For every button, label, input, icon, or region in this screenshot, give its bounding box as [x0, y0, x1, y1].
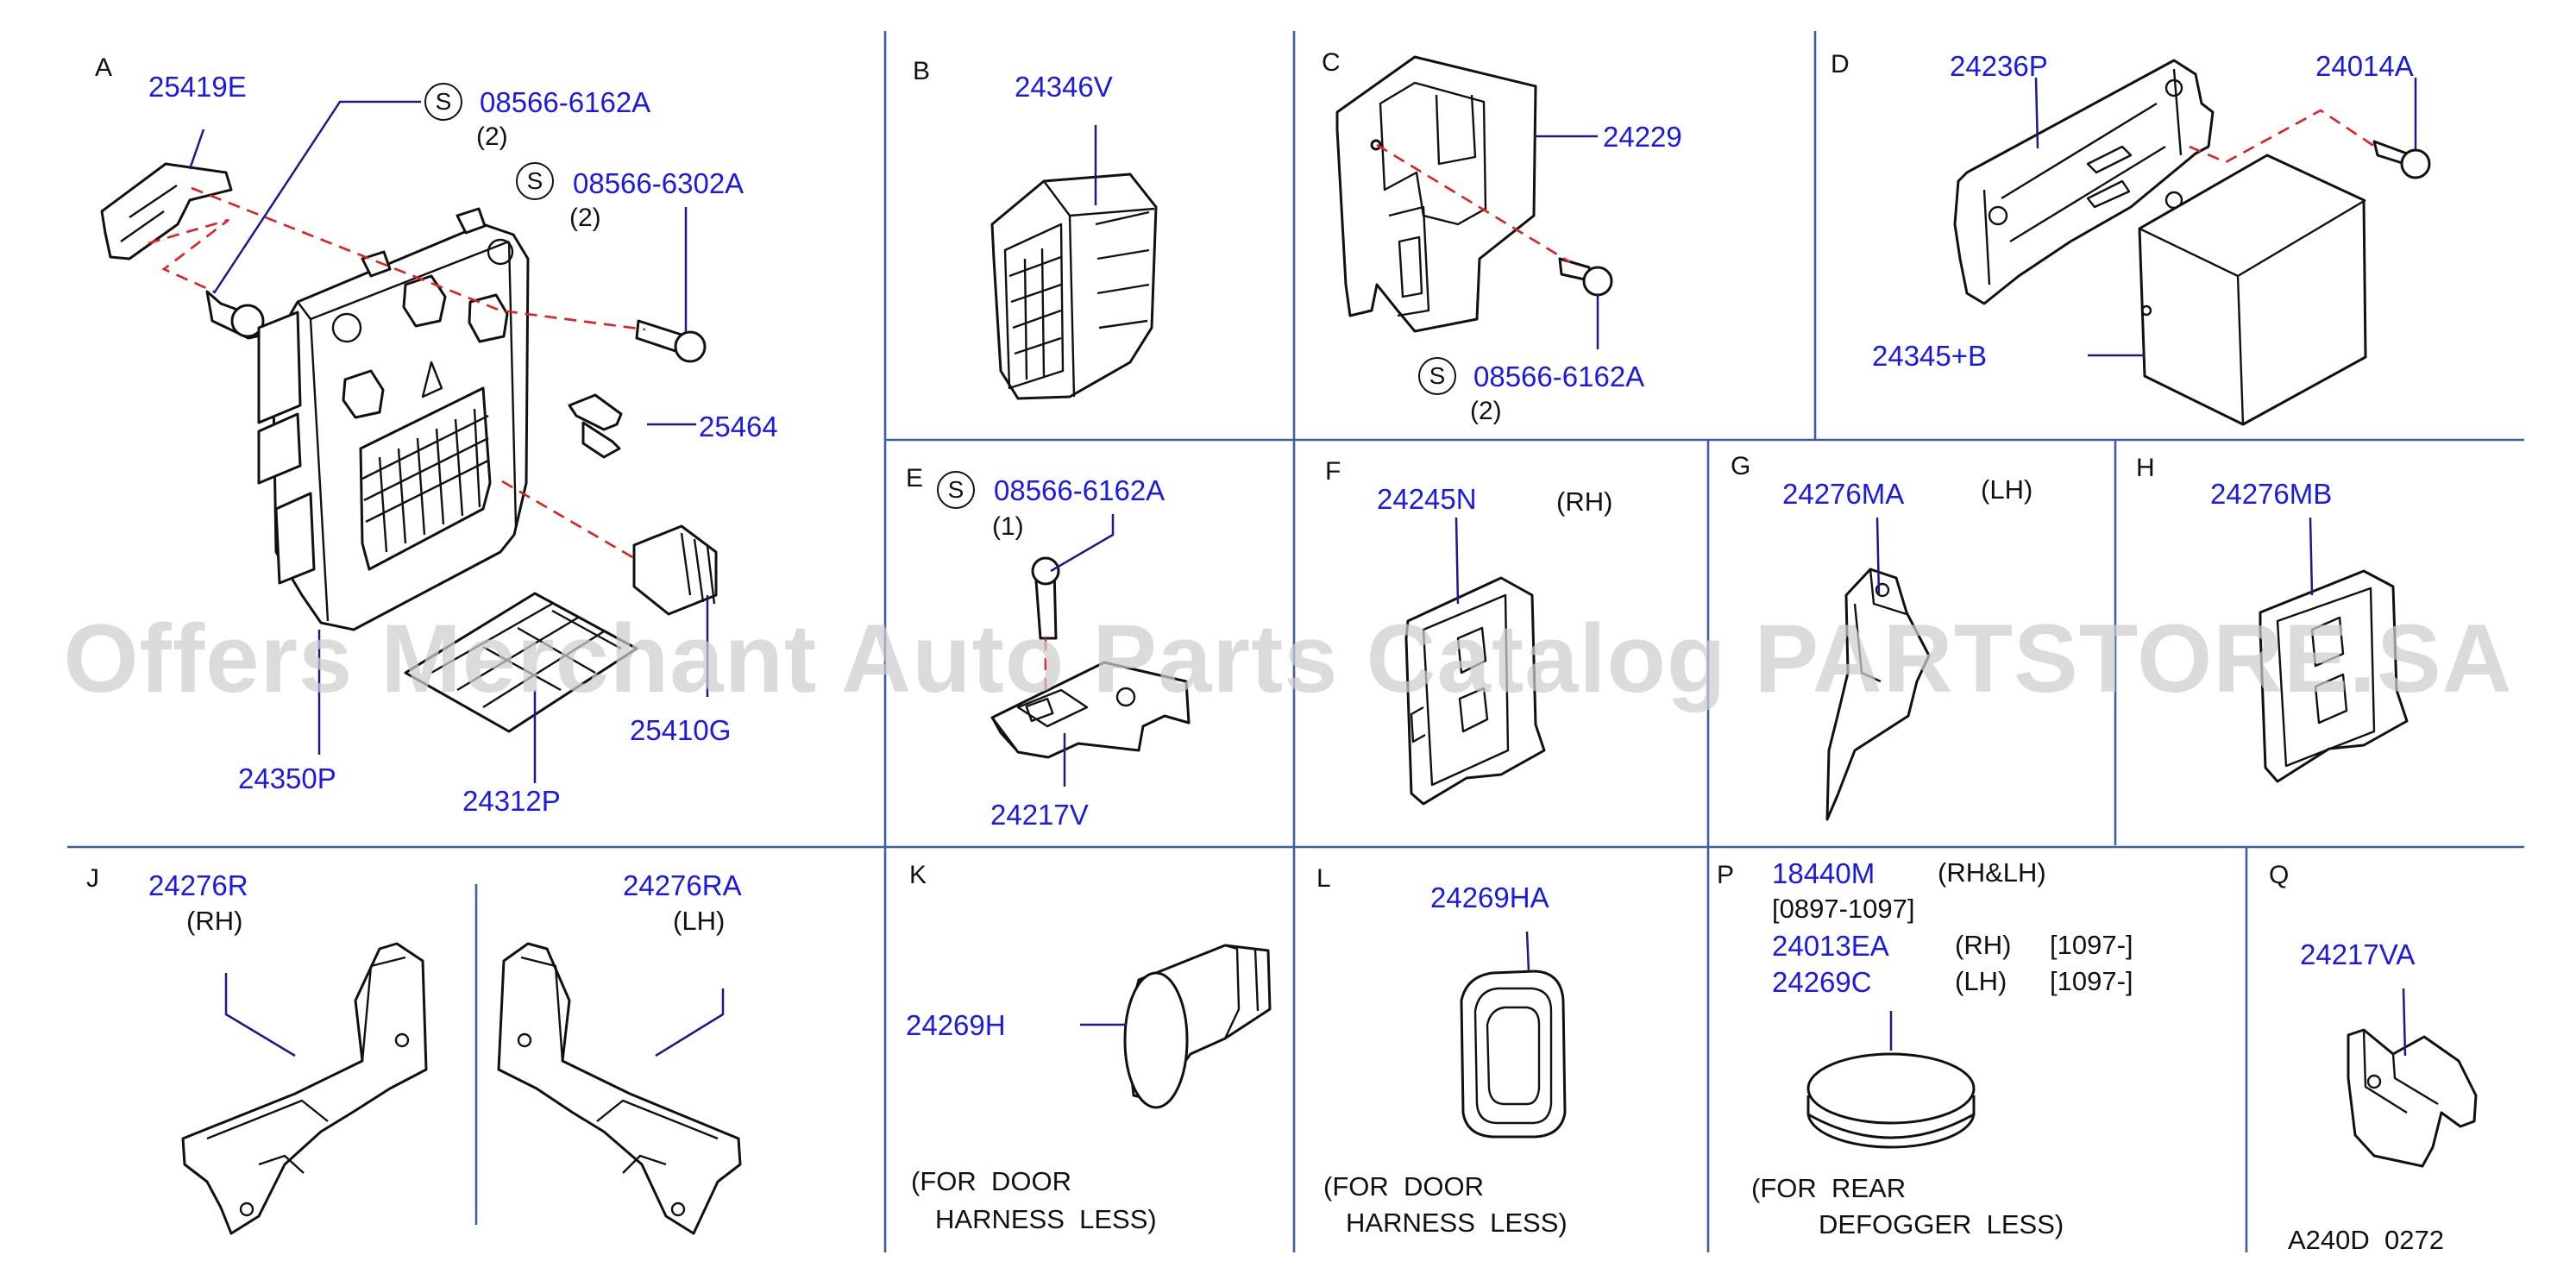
section-h-drawing — [2259, 517, 2409, 783]
note-line-1: (FOR DOOR — [911, 1166, 1071, 1196]
section-letter-a: A — [95, 53, 113, 82]
part-number-08566-6162a-e[interactable]: 08566-6162A — [994, 474, 1165, 506]
side-label-rh-lh: (RH&LH) — [1938, 857, 2046, 888]
standard-part-symbol: S — [937, 471, 975, 509]
part-number-24276r[interactable]: 24276R — [148, 869, 248, 901]
section-letter-c: C — [1322, 48, 1341, 77]
side-label-lh: (LH) — [673, 906, 726, 936]
section-a-drawing — [100, 100, 718, 783]
section-k-drawing — [1080, 944, 1272, 1109]
part-number-24217va[interactable]: 24217VA — [2300, 938, 2416, 970]
part-number-18440m[interactable]: 18440M — [1772, 857, 1875, 889]
part-number-24014a[interactable]: 24014A — [2315, 50, 2414, 82]
note-line-2: HARNESS LESS) — [935, 1204, 1157, 1234]
date-range-label: [1097-] — [2050, 966, 2133, 996]
section-dividers — [67, 31, 2524, 1252]
part-number-24217v[interactable]: 24217V — [990, 799, 1089, 831]
part-number-24229[interactable]: 24229 — [1603, 121, 1682, 153]
part-number-24312p[interactable]: 24312P — [462, 785, 561, 817]
part-number-24269h[interactable]: 24269H — [906, 1009, 1006, 1041]
part-number-25419e[interactable]: 25419E — [148, 71, 247, 103]
section-letter-k: K — [909, 861, 927, 889]
section-b-drawing — [990, 125, 1158, 400]
note-line-1: (FOR REAR — [1751, 1173, 1907, 1203]
note-line-1: (FOR DOOR — [1323, 1171, 1484, 1202]
quantity-label: (2) — [569, 204, 601, 232]
date-range-label: [0897-1097] — [1772, 894, 1915, 924]
note-line-2: HARNESS LESS) — [1346, 1208, 1568, 1238]
standard-part-symbol: S — [516, 162, 554, 200]
part-number-24346v[interactable]: 24346V — [1015, 71, 1113, 103]
diagram-code: A240D 0272 — [2288, 1225, 2444, 1255]
section-letter-f: F — [1325, 457, 1341, 486]
section-letter-e: E — [906, 464, 924, 493]
quantity-label: (2) — [1470, 397, 1502, 425]
part-number-24276ra[interactable]: 24276RA — [623, 869, 742, 901]
part-number-08566-6302a[interactable]: 08566-6302A — [573, 167, 745, 199]
side-label-lh: (LH) — [1955, 966, 2007, 996]
section-c-drawing — [1335, 55, 1613, 349]
part-number-08566-6162a-c[interactable]: 08566-6162A — [1473, 361, 1645, 392]
section-letter-h: H — [2136, 454, 2155, 482]
part-number-24245n[interactable]: 24245N — [1377, 483, 1477, 515]
part-number-24269ha[interactable]: 24269HA — [1430, 882, 1549, 913]
section-letter-j: J — [86, 864, 99, 893]
standard-part-symbol: S — [1418, 357, 1456, 395]
section-letter-g: G — [1731, 452, 1751, 480]
section-q-drawing — [2347, 988, 2478, 1168]
section-e-drawing — [990, 514, 1191, 787]
side-label-rh: (RH) — [186, 906, 243, 936]
section-f-drawing — [1404, 517, 1546, 806]
section-letter-l: L — [1316, 864, 1331, 893]
part-number-24236p[interactable]: 24236P — [1950, 50, 2048, 82]
part-number-08566-6162a[interactable]: 08566-6162A — [480, 86, 651, 118]
side-label-lh: (LH) — [1981, 474, 2033, 505]
part-number-25464[interactable]: 25464 — [699, 411, 778, 442]
date-range-label: [1097-] — [2050, 930, 2133, 960]
part-number-25410g[interactable]: 25410G — [630, 714, 732, 746]
section-letter-p: P — [1717, 861, 1735, 889]
side-label-rh: (RH) — [1556, 486, 1613, 517]
standard-part-symbol: S — [424, 83, 462, 121]
section-j-drawing — [181, 942, 742, 1235]
watermark: Offers Merchant Auto Parts Catalog PARTS… — [63, 605, 2513, 712]
section-g-drawing — [1825, 517, 1931, 821]
section-letter-q: Q — [2269, 861, 2290, 889]
part-number-24269c[interactable]: 24269C — [1772, 966, 1872, 998]
section-l-drawing — [1460, 931, 1567, 1139]
part-number-24350p[interactable]: 24350P — [238, 762, 336, 794]
quantity-label: (2) — [476, 122, 508, 151]
quantity-label: (1) — [992, 512, 1024, 541]
section-p-drawing — [1806, 1011, 1976, 1149]
section-letter-d: D — [1831, 50, 1850, 78]
part-number-24276ma[interactable]: 24276MA — [1782, 478, 1905, 510]
part-number-24345-b[interactable]: 24345+B — [1872, 340, 1988, 372]
section-d-drawing — [1953, 59, 2431, 426]
part-number-24276mb[interactable]: 24276MB — [2210, 478, 2333, 510]
note-line-2: DEFOGGER LESS) — [1819, 1209, 2064, 1239]
part-number-24013ea[interactable]: 24013EA — [1772, 930, 1889, 962]
section-letter-b: B — [913, 57, 931, 85]
side-label-rh: (RH) — [1955, 930, 2012, 960]
